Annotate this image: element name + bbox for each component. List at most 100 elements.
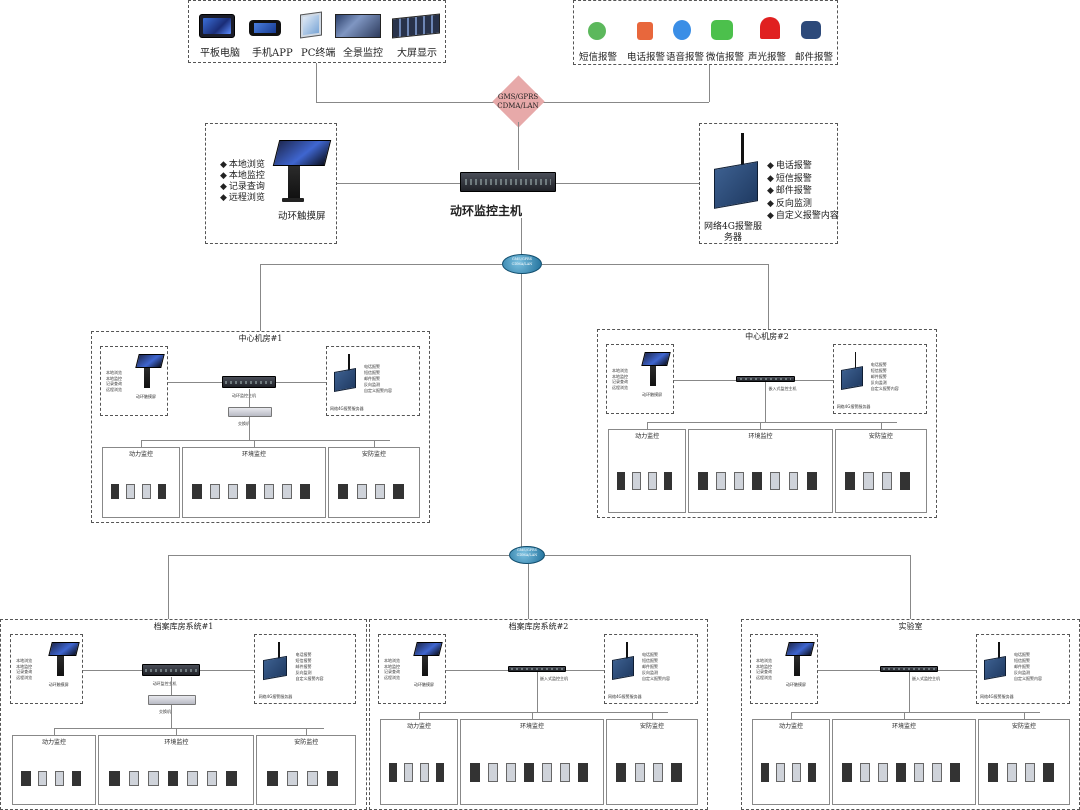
tablet-icon xyxy=(199,14,235,38)
touch-function: 本地监控 xyxy=(384,663,400,669)
sensor-device-icon xyxy=(792,763,801,782)
touch-function: 本地监控 xyxy=(612,373,629,379)
site-title: 档案库房系统#1 xyxy=(153,622,214,631)
site-embedded-host-icon xyxy=(508,666,566,672)
monitor-group-box: 安防监控 xyxy=(978,719,1070,805)
alarm-method-label-5: 邮件报警 xyxy=(795,52,834,63)
sensor-device-icon xyxy=(488,763,498,782)
touch-function: 本地监控 xyxy=(220,171,265,182)
sensor-device-icon xyxy=(404,763,413,782)
sensor-device-icon xyxy=(356,483,367,500)
sensor-device-icon xyxy=(21,771,31,787)
site-switch-label: 交换机 xyxy=(238,421,250,426)
alarm-function: 反向监测 xyxy=(295,670,312,675)
sensor-device-icon xyxy=(142,483,151,500)
wechat-icon xyxy=(711,20,733,40)
sensor-device-icon xyxy=(663,472,673,491)
center-alarm-label: 网络4G报警服务器 xyxy=(704,222,762,243)
site-touch-label: 动环触摸屏 xyxy=(642,392,663,397)
alarm-server-icon xyxy=(714,161,758,209)
monitor-group-title: 安防监控 xyxy=(294,739,319,746)
monitor-group-box: 环境监控 xyxy=(182,447,326,518)
site-switch-icon xyxy=(228,407,272,417)
site-host-icon xyxy=(141,664,201,676)
alarm-function: 反向监测 xyxy=(767,198,839,211)
site-host-label: 嵌入式监控主机 xyxy=(768,386,797,391)
sensor-device-icon xyxy=(770,472,781,491)
touchscreen-kiosk-icon xyxy=(47,642,80,656)
network-cloud-2 xyxy=(509,546,545,564)
sensor-device-icon xyxy=(126,483,135,500)
alarm-function: 自定义报警内容 xyxy=(642,676,670,681)
touch-function: 记录查询 xyxy=(612,379,629,384)
site-host-label: 动环监控主机 xyxy=(152,681,177,686)
alarm-function: 邮件报警 xyxy=(1014,664,1030,669)
alarm-function: 短信报警 xyxy=(642,658,658,663)
sensor-device-icon xyxy=(264,483,274,500)
site-touch-label: 动环触摸屏 xyxy=(414,682,434,687)
touch-function: 本地监控 xyxy=(756,663,772,669)
sensor-device-icon xyxy=(844,472,856,491)
touch-function: 本地浏览 xyxy=(756,658,772,663)
touch-function: 记录查询 xyxy=(220,182,265,193)
monitor-group-box: 安防监控 xyxy=(834,429,927,513)
site-switch-icon xyxy=(148,695,196,705)
alarm-function: 短信报警 xyxy=(870,368,887,373)
monitor-group-title: 环境监控 xyxy=(748,433,773,440)
sensor-device-icon xyxy=(698,472,709,491)
sensor-device-icon xyxy=(1043,763,1054,782)
sensor-device-icon xyxy=(560,763,570,782)
alarm-function: 短信报警 xyxy=(1014,658,1030,663)
touch-function: 本地浏览 xyxy=(384,658,400,663)
alarm-method-label-4: 声光报警 xyxy=(748,52,787,63)
site-alarm-label: 网络4G报警服务器 xyxy=(330,406,364,411)
alarm-function: 短信报警 xyxy=(295,658,312,663)
alarm-function: 电话报警 xyxy=(642,652,658,657)
panorama-monitor-icon xyxy=(335,14,381,38)
site-touch-label: 动环触摸屏 xyxy=(786,682,806,687)
site-title: 中心机房#2 xyxy=(745,332,789,341)
monitor-group-title: 安防监控 xyxy=(868,433,893,440)
monitor-group-box: 安防监控 xyxy=(328,447,420,518)
sensor-device-icon xyxy=(327,771,339,787)
sensor-device-icon xyxy=(420,763,429,782)
touch-function: 本地浏览 xyxy=(612,368,629,373)
alarm-function: 电话报警 xyxy=(364,364,380,369)
sensor-device-icon xyxy=(148,771,159,787)
monitor-group-title: 环境监控 xyxy=(519,723,544,730)
site-alarm-label: 网络4G报警服务器 xyxy=(258,694,293,699)
sensor-device-icon xyxy=(616,472,626,491)
sensor-device-icon xyxy=(716,472,727,491)
monitor-group-box: 动力监控 xyxy=(11,735,97,805)
monitor-group-title: 动力监控 xyxy=(406,723,431,730)
sensor-device-icon xyxy=(206,771,218,787)
alarm-function: 反向监测 xyxy=(642,670,658,675)
center-touch-functions: 本地浏览 本地监控 记录查询 远程浏览 xyxy=(220,160,265,204)
sensor-device-icon xyxy=(307,771,319,787)
alarm-server-icon xyxy=(984,656,1006,680)
touch-function: 记录查询 xyxy=(106,381,122,386)
sensor-device-icon xyxy=(807,763,817,782)
sensor-device-icon xyxy=(470,763,480,782)
sensor-device-icon xyxy=(300,483,310,500)
touch-function: 远程浏览 xyxy=(16,674,33,680)
sensor-device-icon xyxy=(634,763,645,782)
site-touch-label: 动环触摸屏 xyxy=(136,394,156,399)
alarm-function: 自定义报警内容 xyxy=(767,210,839,223)
alarm-server-icon xyxy=(334,368,356,392)
site-title: 实验室 xyxy=(898,622,923,631)
alarm-function: 邮件报警 xyxy=(767,185,839,198)
monitor-group-title: 环境监控 xyxy=(891,723,916,730)
cloud2-label: GMS/GPRS CDMA/LAN xyxy=(516,548,538,557)
sensor-device-icon xyxy=(375,483,386,500)
sensor-device-icon xyxy=(896,763,906,782)
center-touch-label: 动环触摸屏 xyxy=(278,211,326,222)
sensor-device-icon xyxy=(110,483,120,500)
sensor-device-icon xyxy=(128,771,140,787)
monitor-group-box: 环境监控 xyxy=(460,719,604,805)
site-panel: 实验室本地浏览本地监控记录查询远程浏览动环触摸屏嵌入式监控主机电话报警短信报警邮… xyxy=(741,619,1080,810)
touch-function: 远程浏览 xyxy=(756,674,772,680)
